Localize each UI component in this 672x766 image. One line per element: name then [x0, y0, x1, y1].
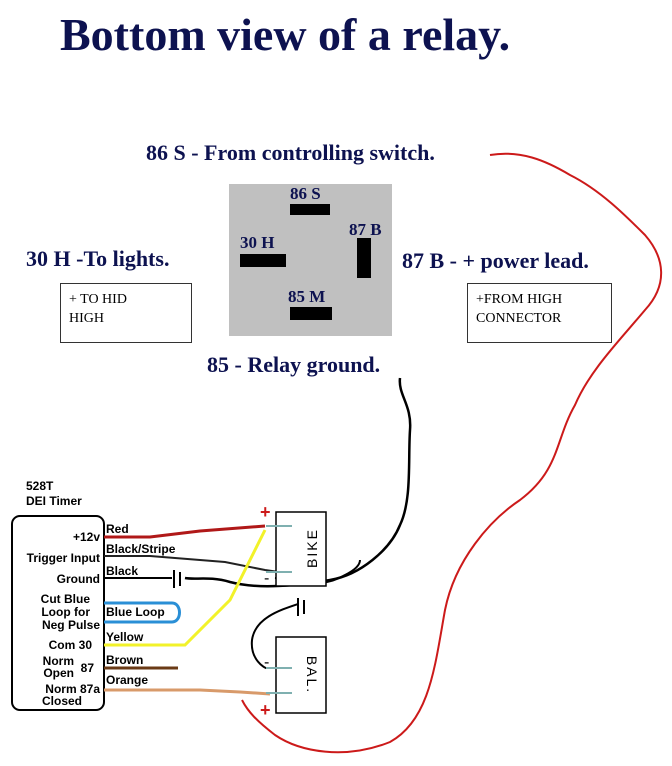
wire-label-red: Red [106, 522, 129, 536]
ground-symbol-bal [297, 598, 305, 616]
red-wire-long [241, 152, 663, 754]
relay-pin86 [290, 204, 330, 215]
bike-device [275, 511, 327, 587]
timer-model: 528T [26, 479, 54, 493]
terminal-norm: Norm [42, 654, 74, 668]
wire-label-orange: Orange [106, 673, 149, 687]
relay-pin86-label: 86 S [290, 184, 321, 203]
terminal-neg-pulse: Neg Pulse [41, 618, 100, 632]
pin86-caption: 86 S - From controlling switch. [146, 140, 435, 165]
bal-minus-mark: - [264, 654, 270, 671]
note-to-hid-high: + TO HID HIGH [60, 283, 192, 343]
relay-pin85 [290, 307, 332, 320]
note-from-high-connector: +FROM HIGH CONNECTOR [467, 283, 612, 343]
ground-wire [184, 377, 412, 588]
relay-body: 86 S 30 H 87 B 85 M [229, 184, 392, 336]
pin30-caption: 30 H -To lights. [26, 246, 170, 271]
relay-pin87 [357, 238, 371, 278]
terminal-com-30: Com 30 [48, 638, 92, 652]
wire-label-black: Black [106, 564, 139, 578]
note-line: CONNECTOR [476, 311, 562, 326]
wire-label-yellow: Yellow [106, 630, 144, 644]
bike-label: BIKE [304, 528, 320, 568]
relay-pin30-label: 30 H [240, 233, 275, 252]
yellow-wire [104, 529, 267, 647]
orange-wire [104, 688, 271, 696]
bal-plus-mark: + [260, 700, 271, 720]
timer-box [11, 515, 105, 711]
wire-label-brown: Brown [106, 653, 144, 667]
terminal-cut-blue: Cut Blue [40, 592, 90, 606]
terminal-trigger: Trigger Input [26, 551, 100, 565]
bal-device [275, 636, 327, 714]
terminal-loop-for: Loop for [41, 605, 90, 619]
terminal-closed: Closed [41, 694, 82, 708]
bal-label: BAL. [304, 655, 320, 695]
red-wire-timer [104, 524, 266, 539]
wire-label-black-stripe: Black/Stripe [106, 542, 176, 556]
note-line: HIGH [69, 311, 104, 326]
blue-loop-wire [104, 601, 181, 624]
terminal-87: 87 [80, 661, 94, 675]
terminal-12v: +12v [72, 530, 100, 544]
wire-label-blue-loop: Blue Loop [106, 605, 165, 619]
ground-symbol-timer [173, 570, 181, 588]
terminal-norm-87a: Norm 87a [45, 682, 100, 696]
terminal-open: Open [43, 666, 74, 680]
page-title: Bottom view of a relay. [60, 9, 511, 60]
pin85-caption: 85 - Relay ground. [207, 352, 381, 377]
relay-pin85-label: 85 M [288, 287, 326, 306]
terminal-ground: Ground [56, 572, 100, 586]
relay-pin30 [240, 254, 286, 267]
note-line: + TO HID [69, 292, 127, 307]
relay-pin87-label: 87 B [349, 220, 382, 239]
timer-name: DEI Timer [26, 494, 82, 508]
bike-minus-mark: - [264, 570, 270, 587]
bal-ground-wire [250, 603, 299, 669]
bike-plus-mark: + [260, 502, 271, 522]
pin87-caption: 87 B - + power lead. [402, 248, 589, 273]
note-line: +FROM HIGH [476, 292, 563, 307]
